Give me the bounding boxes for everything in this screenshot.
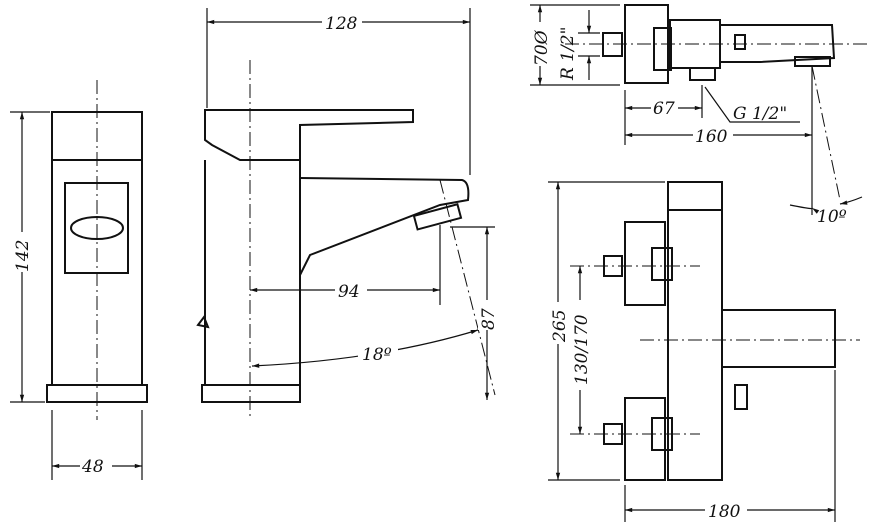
dim-bath-height: 265 xyxy=(550,310,570,343)
dim-spout-height: 87 xyxy=(479,308,499,330)
bath-top-view: 70Ø R 1/2" 67 G 1/2" 160 10º xyxy=(530,4,870,227)
dim-inlet-thread: R 1/2" xyxy=(558,27,578,81)
dim-width: 48 xyxy=(81,457,104,477)
dim-diameter: 70Ø xyxy=(532,29,552,66)
aerator-icon xyxy=(70,216,124,240)
basin-side-view: 128 94 87 18º xyxy=(196,8,499,420)
dim-centers: 130/170 xyxy=(572,314,592,385)
dim-length: 128 xyxy=(325,14,358,34)
dim-projection: 160 xyxy=(695,127,728,147)
dim-reach: 94 xyxy=(338,282,360,302)
dim-offset: 67 xyxy=(653,99,675,119)
basin-front-view: 142 48 xyxy=(10,80,148,480)
dim-spout-angle: 10º xyxy=(817,207,847,227)
dim-height: 142 xyxy=(13,240,33,272)
bath-front-view: 265 130/170 180 xyxy=(548,181,860,522)
dim-outlet-thread: G 1/2" xyxy=(733,104,787,124)
dim-angle: 18º xyxy=(362,345,392,365)
dim-bath-projection: 180 xyxy=(708,502,741,522)
